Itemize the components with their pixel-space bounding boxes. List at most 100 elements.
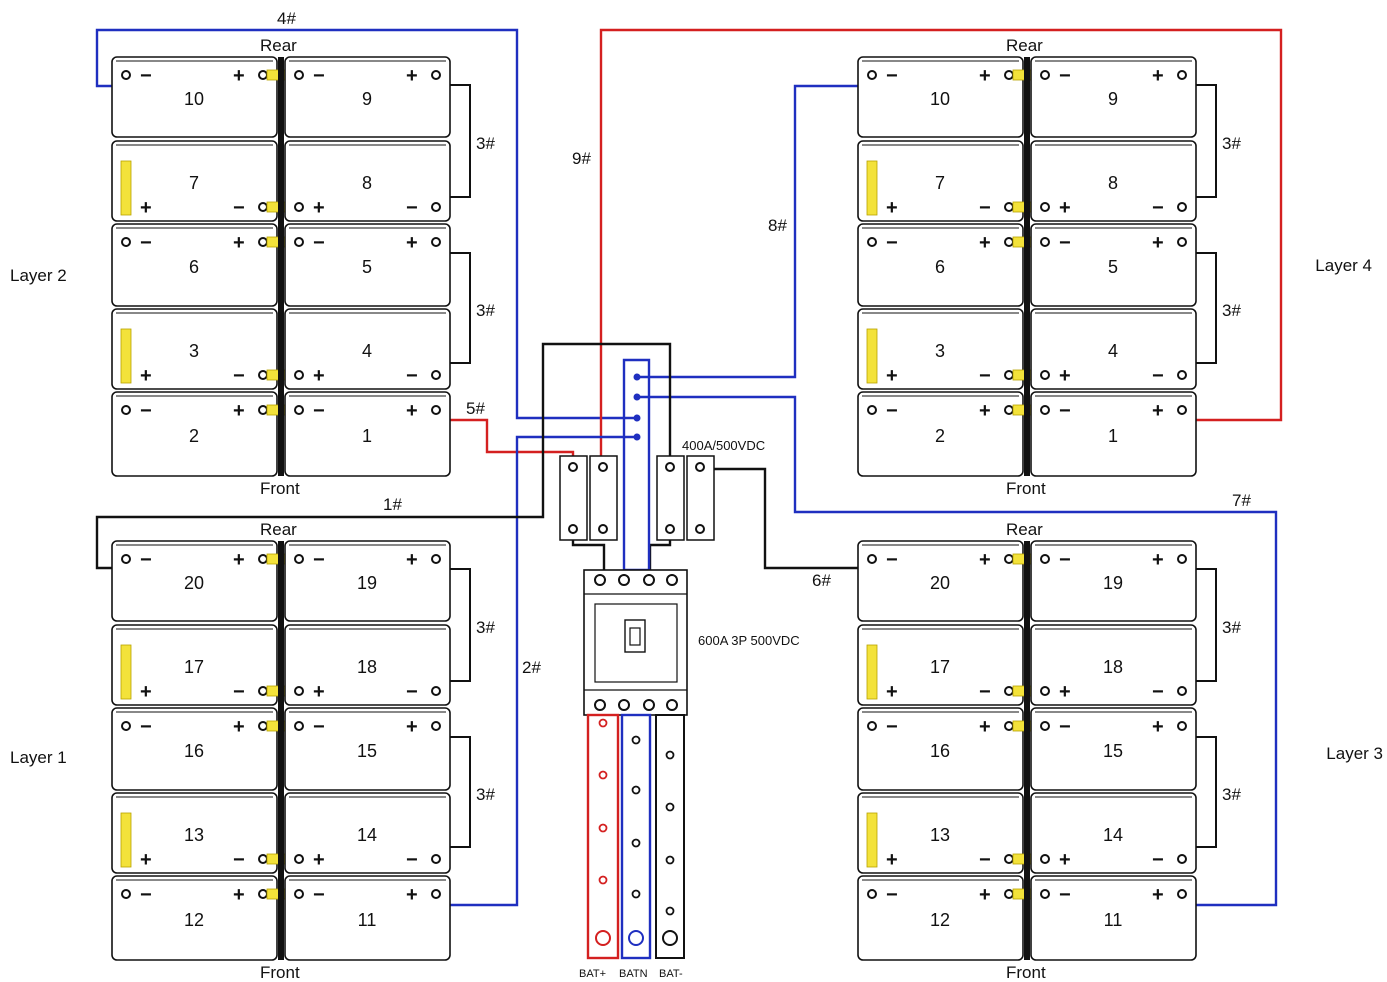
battery-number: 7 — [935, 173, 945, 193]
terminal-post — [867, 237, 877, 247]
terminal-symbol: + — [886, 681, 898, 703]
cable-label-2: 2# — [522, 658, 541, 677]
terminal-post — [1177, 554, 1187, 564]
battery-cell: 6−+ — [857, 223, 1042, 307]
terminal-post — [867, 889, 877, 899]
terminal-post — [431, 237, 441, 247]
terminal-symbol: − — [140, 400, 152, 422]
terminal-symbol: − — [886, 400, 898, 422]
busbar-hole — [665, 855, 675, 865]
battery-number: 18 — [357, 657, 377, 677]
terminal-symbol: − — [979, 197, 991, 219]
terminal-symbol: − — [886, 884, 898, 906]
terminal-post — [294, 405, 304, 415]
terminal-post — [431, 721, 441, 731]
breaker-rating-label: 600A 3P 500VDC — [698, 633, 800, 648]
cable-7 — [637, 395, 1278, 907]
cable-label-7: 7# — [1232, 491, 1251, 510]
terminal-symbol: − — [313, 232, 325, 254]
layer-3-label: Layer 3 — [1326, 744, 1383, 763]
terminal-symbol: + — [1152, 232, 1164, 254]
terminal-post — [294, 370, 304, 380]
terminal-symbol: + — [233, 232, 245, 254]
terminal-post — [1177, 854, 1187, 864]
cable-5 — [432, 418, 575, 462]
terminal-post — [258, 202, 268, 212]
terminal-symbol: − — [886, 716, 898, 738]
terminal-symbol: − — [1059, 400, 1071, 422]
terminal-symbol: − — [406, 197, 418, 219]
battery-number: 9 — [362, 89, 372, 109]
cable-label-5: 5# — [466, 399, 485, 418]
terminal-symbol: − — [886, 65, 898, 87]
jumper-label: 3# — [476, 785, 495, 804]
terminal-post — [1040, 554, 1050, 564]
terminal-symbol: + — [233, 716, 245, 738]
battery-number: 3 — [189, 341, 199, 361]
terminal-symbol: + — [406, 549, 418, 571]
layer-2-label: Layer 2 — [10, 266, 67, 285]
battery-cell: 14+− — [1030, 792, 1197, 874]
terminal-post — [258, 405, 268, 415]
terminal-symbol: + — [140, 849, 152, 871]
fuse-neg-a — [656, 455, 685, 541]
cable-label-8: 8# — [768, 216, 787, 235]
terminal-symbol: + — [406, 716, 418, 738]
battery-number: 13 — [930, 825, 950, 845]
terminal-post — [1177, 237, 1187, 247]
battery-cell: 6−+ — [111, 223, 296, 307]
battery-number: 9 — [1108, 89, 1118, 109]
terminal-post — [1040, 854, 1050, 864]
terminal-post — [294, 70, 304, 80]
neutral-terminal — [633, 393, 641, 401]
terminal-post — [1040, 370, 1050, 380]
battery-cell: 16−+ — [111, 707, 296, 791]
terminal-post — [1177, 686, 1187, 696]
terminal-symbol: + — [1059, 849, 1071, 871]
connector-lug — [120, 160, 132, 216]
terminal-post — [431, 70, 441, 80]
terminal-post — [1177, 70, 1187, 80]
battery-cell: 5−+ — [1030, 223, 1197, 307]
terminal-post — [121, 889, 131, 899]
battery-number: 10 — [184, 89, 204, 109]
terminal-post — [258, 370, 268, 380]
battery-number: 19 — [357, 573, 377, 593]
terminal-post — [1004, 554, 1014, 564]
jumper-label: 3# — [1222, 134, 1241, 153]
battery-number: 20 — [184, 573, 204, 593]
terminal-symbol: − — [886, 549, 898, 571]
terminal-post — [431, 202, 441, 212]
battery-cell: 19−+ — [1030, 540, 1197, 622]
cable-9 — [599, 28, 1283, 460]
terminal-post — [1177, 370, 1187, 380]
terminal-symbol: + — [979, 232, 991, 254]
breaker — [583, 569, 688, 716]
battery-number: 17 — [930, 657, 950, 677]
neutral-terminal — [633, 414, 641, 422]
terminal-symbol: − — [313, 549, 325, 571]
terminal-symbol: − — [313, 400, 325, 422]
battery-cell: 16−+ — [857, 707, 1042, 791]
battery-number: 3 — [935, 341, 945, 361]
terminal-symbol: + — [1059, 681, 1071, 703]
jumper-cable — [1184, 568, 1217, 682]
neutral-terminal — [633, 373, 641, 381]
battery-number: 4 — [1108, 341, 1118, 361]
fuse-neg-b — [686, 455, 715, 541]
terminal-post — [1040, 202, 1050, 212]
terminal-symbol: + — [1152, 65, 1164, 87]
terminal-symbol: − — [406, 681, 418, 703]
battery-number: 12 — [930, 910, 950, 930]
battery-cell: 17+− — [857, 624, 1042, 706]
jumper-label: 3# — [476, 134, 495, 153]
terminal-symbol: − — [1059, 716, 1071, 738]
cable-label-4: 4# — [277, 9, 296, 28]
terminal-symbol: + — [886, 849, 898, 871]
jumper-label: 3# — [1222, 785, 1241, 804]
terminal-symbol: + — [1152, 884, 1164, 906]
terminal-symbol: + — [979, 884, 991, 906]
battery-cell: 20−+ — [857, 540, 1042, 622]
